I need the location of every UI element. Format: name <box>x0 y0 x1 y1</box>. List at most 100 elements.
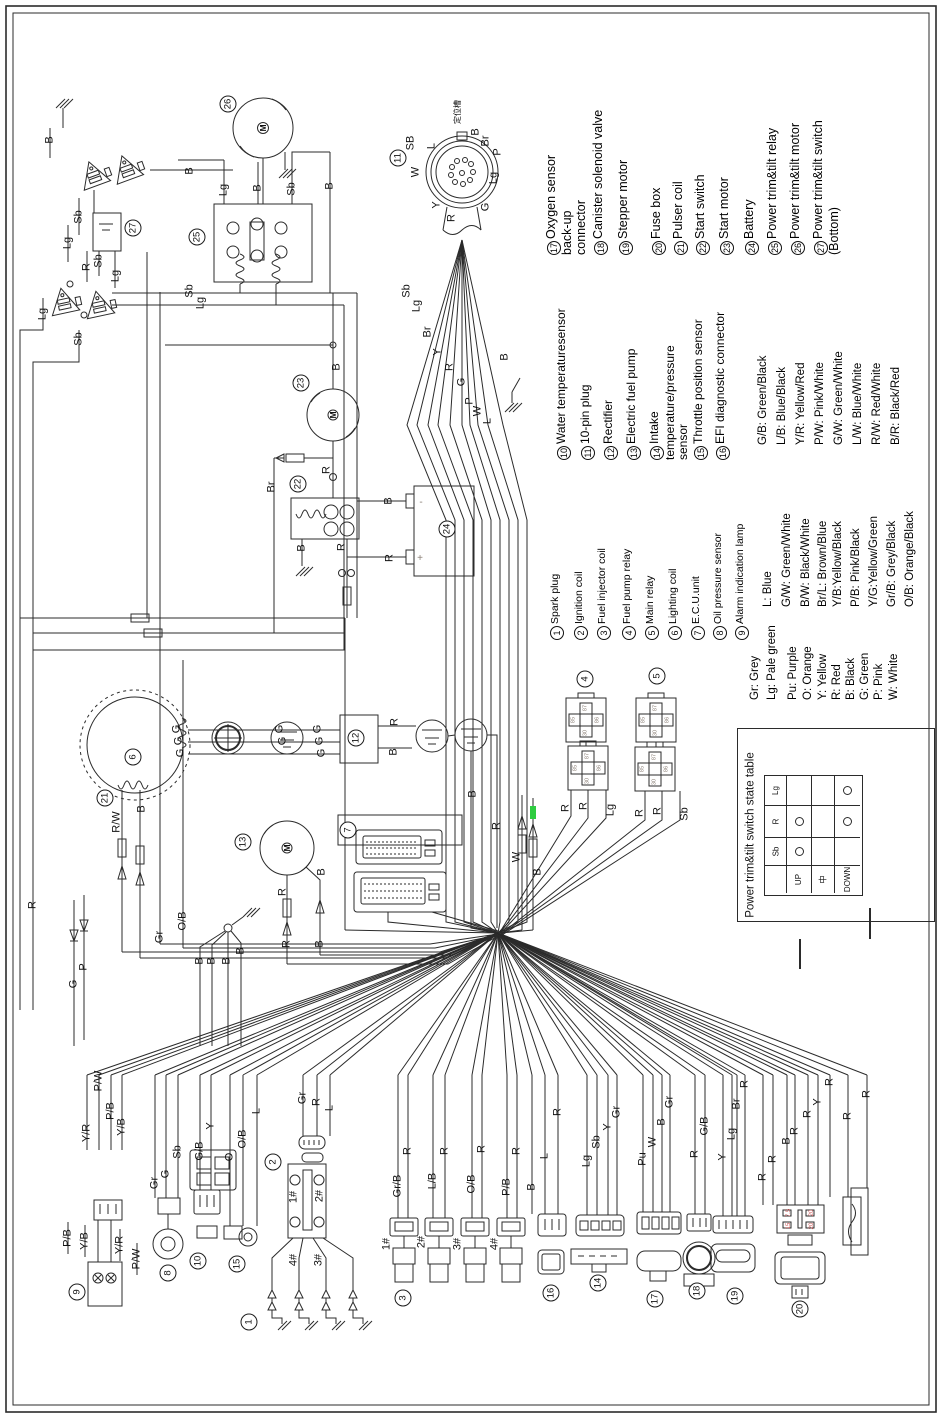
legend-label: EFI diagnostic connector <box>713 311 727 444</box>
wire-label: G <box>273 724 286 734</box>
wire-label: G <box>276 736 289 746</box>
wire-label: O/B <box>176 911 189 931</box>
component-number: 10 <box>189 1252 207 1270</box>
color-code-entry: Br/L: Brown/Blue <box>817 520 829 607</box>
legend-item: 14Intake temperature/pressure sensor <box>647 340 690 460</box>
pin-label: + <box>417 553 423 564</box>
legend-item: 26Power trim&tilt motor <box>788 60 805 255</box>
ptt-cell-dot <box>787 806 812 838</box>
legend-item: 22Start switch <box>693 60 710 255</box>
ptt-link-down <box>869 908 871 939</box>
color-code-entry: R/W: Red/White <box>871 362 883 445</box>
wire-label: R <box>841 1112 854 1120</box>
legend-number-icon: 25 <box>768 241 782 255</box>
wire-label: R <box>738 1080 751 1088</box>
component-number: 18 <box>688 1282 706 1300</box>
wire-label: Y/R <box>113 1235 126 1255</box>
wire-label: 3# <box>451 1237 464 1251</box>
legend-item: 18 Canister solenoid valve <box>591 60 608 255</box>
legend-label: Canister solenoid valve <box>591 109 605 239</box>
legend-label: Stepper motor <box>616 159 630 239</box>
legend-number-icon: 27 <box>814 241 828 255</box>
component-number: 19 <box>726 1287 744 1305</box>
wire-label: B <box>251 184 264 192</box>
wire-label: W <box>510 851 523 863</box>
legend-number-icon: 22 <box>696 241 710 255</box>
legend-item: 10Water temperaturesensor <box>554 275 571 460</box>
wire-label: R <box>475 1145 488 1153</box>
wire-label: L/B <box>426 1172 439 1190</box>
wire-label: B <box>183 167 196 175</box>
wire-label: Br <box>265 481 278 493</box>
wire-label: B <box>193 957 206 965</box>
wire-label: O/B <box>465 1174 478 1194</box>
component-number: 26 <box>219 95 237 113</box>
wire-label: R <box>383 554 396 562</box>
wire-label: Gr/B <box>391 1174 404 1198</box>
legend-item: 21Pulser coil <box>671 60 688 255</box>
wire-label: Sb <box>92 254 105 268</box>
wire-label: B <box>205 957 218 965</box>
legend-label: Throttle position sensor <box>691 319 705 444</box>
legend-item: 9Alarm indication lamp <box>734 510 749 640</box>
wire-label: Lg <box>109 269 122 283</box>
legend-number-icon: 7 <box>691 626 705 640</box>
wire-label: R <box>490 822 503 830</box>
pin-label: 85 <box>572 764 579 772</box>
wire-label: R <box>335 543 348 551</box>
legend-item: 19Stepper motor <box>616 60 633 255</box>
legend-label: Lighting coil <box>667 568 679 624</box>
wire-label: R <box>510 1147 523 1155</box>
wire-label: Y <box>204 1122 217 1130</box>
wire-label: R <box>551 1108 564 1116</box>
pin-label: 87 <box>651 753 658 761</box>
component-number: 20 <box>791 1300 809 1318</box>
wire-label: Lg <box>194 296 207 310</box>
wire-label: Gr <box>296 1091 309 1105</box>
wire-label: Sb <box>400 284 413 298</box>
ptt-cell-dot <box>787 838 812 866</box>
component-number: 9 <box>68 1283 86 1301</box>
wire-label: W <box>409 166 422 178</box>
legend-item: 8Oil pressure sensor <box>712 510 727 640</box>
wire-label: Y <box>811 1098 824 1106</box>
wire-label: P/W <box>92 1070 105 1092</box>
component-number: 16 <box>542 1284 560 1302</box>
legend-number-icon: 18 <box>594 241 608 255</box>
legend-number-icon: 6 <box>668 626 682 640</box>
wire-label: Lg <box>487 171 500 185</box>
component-number: 27 <box>124 219 142 237</box>
ptt-table-title: Power trim&tilt switch state table <box>744 752 757 918</box>
wire-label: G <box>174 748 187 758</box>
wire-label: B <box>531 868 544 876</box>
wire-label: M <box>257 124 268 132</box>
wire-label: L <box>250 1107 263 1115</box>
wire-label: R <box>651 807 664 815</box>
ptt-cell <box>812 838 835 866</box>
wire-label: Y <box>431 348 444 356</box>
legend-label: E.C.U.unit <box>690 576 702 624</box>
legend-label: Fuse box <box>649 187 663 239</box>
wire-label: Sb <box>171 1145 184 1159</box>
wire-label: SB <box>404 135 417 151</box>
wire-label: Lg <box>36 307 49 321</box>
wire-label: G <box>159 1169 172 1179</box>
ptt-cell <box>787 776 812 806</box>
legend-item: 1110-pin plug <box>578 275 595 460</box>
wire-label: 3# <box>312 1253 325 1267</box>
wire-label: B <box>525 1183 538 1191</box>
ptt-cell-state-down: DOWN <box>843 866 853 893</box>
component-number: 4 <box>576 670 594 688</box>
legend-label: Fuel pump relay <box>621 548 633 624</box>
wire-label: R <box>756 1173 769 1181</box>
legend-label: Power trim&tilt relay <box>765 127 779 239</box>
pin-label: 7.5 <box>786 1208 792 1218</box>
component-number: 6 <box>124 748 142 766</box>
color-code-entry: L: Blue <box>762 571 774 607</box>
component-number: 1 <box>240 1313 258 1331</box>
component-number: 24 <box>438 520 456 538</box>
wire-label: B <box>295 544 308 552</box>
pin-label: 15 <box>786 1222 792 1230</box>
wire-label: Y/R <box>80 1123 93 1143</box>
